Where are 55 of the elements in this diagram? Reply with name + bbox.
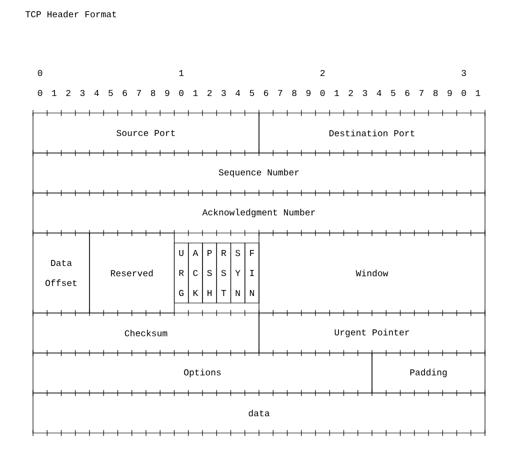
bit-number: 8	[433, 90, 438, 96]
bit-decade-number: 2	[320, 70, 325, 76]
bit-number: 7	[136, 90, 141, 96]
flag-cell: F I N	[244, 242, 260, 304]
bit-number: 4	[236, 90, 240, 96]
bit-number: 0	[320, 90, 325, 96]
flag-cell: R S T	[216, 242, 232, 304]
bit-number: 0	[179, 90, 184, 96]
bit-number: 9	[165, 90, 170, 96]
bit-decade-number: 1	[179, 70, 184, 76]
field-box: Checksum	[32, 312, 260, 354]
field-box: Padding	[372, 352, 486, 394]
bit-number: 4	[94, 90, 99, 96]
bit-number: 0	[462, 90, 466, 96]
field-box: Options	[32, 352, 372, 394]
bit-number: 3	[362, 90, 368, 96]
flag-cell: P S H	[202, 242, 217, 304]
bit-number: 1	[193, 90, 198, 96]
field-box: data	[32, 392, 486, 434]
flag-cell: U R G	[174, 242, 189, 304]
bit-number: 5	[108, 90, 113, 96]
bit-number: 2	[208, 90, 212, 96]
flag-cell: S Y N	[230, 242, 246, 304]
bit-number: 7	[419, 90, 424, 96]
field-box: Source Port	[32, 112, 260, 154]
bit-number: 3	[222, 90, 226, 96]
bit-number: 5	[391, 90, 396, 96]
bit-number: 9	[306, 90, 311, 96]
bit-number: 1	[52, 90, 56, 96]
field-box: Urgent Pointer	[258, 312, 486, 354]
bit-number: 7	[278, 90, 282, 96]
bit-number: 1	[334, 90, 339, 96]
bit-number: 4	[376, 90, 382, 96]
flag-cell: A C K	[188, 242, 203, 304]
title: TCP Header Format	[26, 10, 116, 18]
bit-number: 2	[66, 90, 70, 96]
bit-number: 2	[348, 90, 353, 96]
field-box: Data Offset	[32, 232, 90, 314]
field-box: Reserved	[89, 232, 175, 314]
field-box: Window	[258, 232, 486, 314]
bit-decade-number: 3	[462, 70, 466, 76]
bit-number: 5	[250, 90, 254, 96]
field-box: Destination Port	[258, 112, 486, 154]
bit-number: 6	[122, 90, 127, 96]
bit-number: 8	[150, 90, 156, 96]
bit-number: 8	[292, 90, 296, 96]
field-box: Sequence Number	[32, 152, 486, 194]
bit-number: 1	[476, 90, 480, 96]
bit-number: 9	[448, 90, 452, 96]
bit-number: 6	[264, 90, 268, 96]
bit-number: 3	[80, 90, 85, 96]
bit-number: 0	[38, 90, 42, 96]
bit-number: 6	[405, 90, 410, 96]
bit-decade-number: 0	[38, 70, 42, 76]
field-box: Acknowledgment Number	[32, 192, 486, 234]
